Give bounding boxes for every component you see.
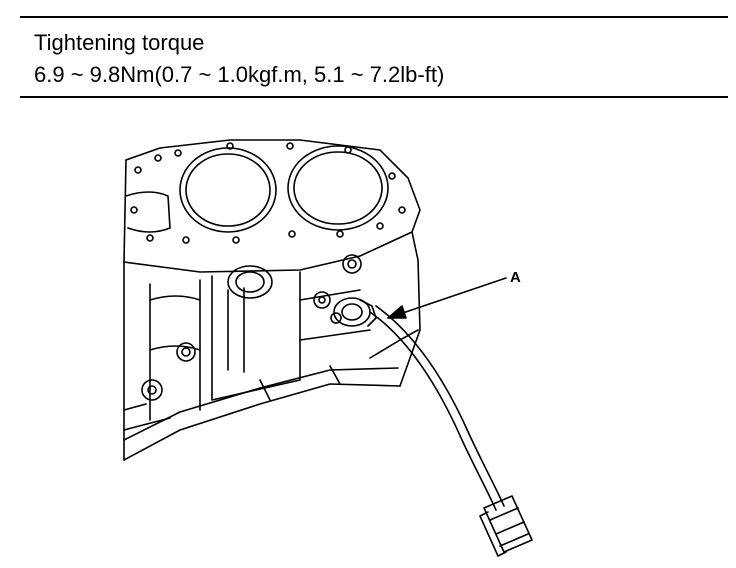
- sensor-connector: [479, 495, 533, 557]
- sensor-cable: [369, 305, 505, 511]
- callout-a-leader: [387, 277, 507, 319]
- spec-value: 6.9 ~ 9.8Nm(0.7 ~ 1.0kgf.m, 5.1 ~ 7.2lb-…: [34, 62, 445, 87]
- spec-title: Tightening torque: [34, 30, 205, 55]
- engine-block: [123, 139, 421, 461]
- torque-spec-box: Tightening torque 6.9 ~ 9.8Nm(0.7 ~ 1.0k…: [20, 16, 728, 98]
- callout-a-label: A: [510, 269, 521, 286]
